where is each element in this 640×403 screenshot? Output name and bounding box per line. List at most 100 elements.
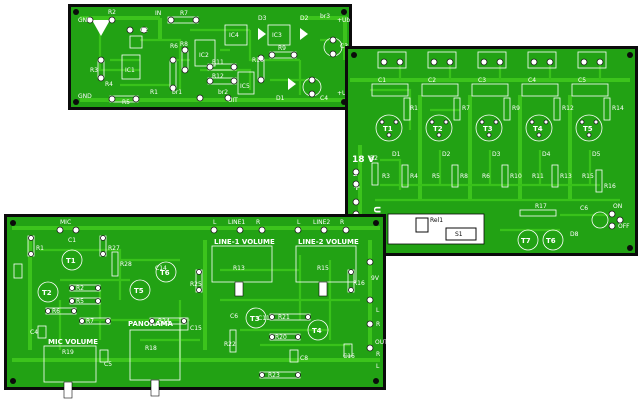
board-2-resistors (371, 97, 611, 217)
b2-label-on: ON (613, 203, 622, 210)
label-ic1: IC1 (125, 67, 135, 74)
board-1-uit: UIT (228, 97, 238, 104)
b3-label-l1: L (213, 219, 217, 226)
b2-label-minus: – (353, 171, 358, 181)
b3-label-t6: T6 (160, 269, 170, 277)
b3-label-c16: C16 (343, 353, 355, 360)
label-ic3: IC3 (272, 32, 282, 39)
b3-label-right-l: L (376, 307, 380, 314)
b3-label-r18: R18 (145, 345, 157, 352)
label-r4: R4 (105, 81, 113, 88)
board-1-pads (86, 16, 337, 103)
b2-label-d8: D8 (570, 231, 579, 238)
label-r12: R12 (212, 73, 224, 80)
board-2-transistors (375, 114, 603, 142)
label-ic4: IC4 (229, 32, 239, 39)
b3-label-c8: C8 (300, 355, 308, 362)
b2-label-r14: R14 (612, 105, 624, 112)
label-br1: br1 (172, 89, 182, 96)
label-r10: R10 (252, 57, 264, 64)
b2-label-plus: + (353, 183, 361, 193)
label-c4: C4 (320, 95, 328, 102)
label-ic5: IC5 (240, 83, 250, 90)
pot-shaft-r19 (63, 381, 73, 399)
b3-label-r15: R15 (317, 265, 329, 272)
b3-label-out: OUT (375, 339, 388, 346)
b3-label-c5: C5 (104, 361, 112, 368)
board-2-switches (377, 51, 607, 69)
board-1-in: IN (155, 10, 161, 17)
b2-label-t3: T3 (483, 125, 493, 133)
label-c2: C2 (140, 27, 148, 34)
b3-label-line1: LINE1 (228, 219, 245, 226)
b2-label-r16: R16 (604, 183, 616, 190)
relay-footprint (387, 213, 485, 245)
label-d2: D2 (300, 15, 309, 22)
b2-label-c4: C4 (528, 77, 536, 84)
b2-label-r12: R12 (562, 105, 574, 112)
pot-shaft-r13 (234, 281, 244, 297)
b3-label-r2: R (340, 219, 344, 226)
board-1: GND IN GND UIT +Ub +Ub R2 C2 R7 IC4 D3 I… (68, 4, 352, 110)
b2-label-d1: D1 (392, 151, 401, 158)
b3-label-r22: R23 (268, 372, 280, 379)
b2-label-t1: T1 (383, 125, 393, 133)
b3-label-r1: R1 (36, 245, 44, 252)
board-1-gnd-top: GND (78, 17, 92, 24)
b3-label-mic: MIC (60, 219, 71, 226)
board-1-vb-top: +Ub (337, 17, 350, 24)
b3-label-r19: R19 (62, 349, 74, 356)
b2-label-r5: R5 (432, 173, 440, 180)
b3-label-r24: R25 (190, 281, 202, 288)
b2-label-off: OFF (618, 223, 630, 230)
b3-label-right-l2: L (376, 363, 380, 370)
b3-label-r26: R27 (108, 245, 120, 252)
b3-label-r23: R24 (158, 318, 170, 325)
b2-label-c3: C3 (478, 77, 486, 84)
b2-label-t5: T5 (583, 125, 593, 133)
b2-label-r6: R6 (482, 173, 490, 180)
b2-label-d5: D5 (592, 151, 601, 158)
board-1-vb-bottom: +Ub (337, 90, 350, 97)
b3-label-r1: R (256, 219, 260, 226)
b3-label-l2: L (297, 219, 301, 226)
b2-label-t4: T4 (533, 125, 543, 133)
b3-label-t1: T1 (66, 257, 76, 265)
board-1-gnd-bottom: GND (78, 93, 92, 100)
b3-label-r14: R16 (353, 280, 365, 287)
b3-label-r2: R2 (76, 285, 84, 292)
label-br3: br3 (320, 13, 330, 20)
b2-label-t6: T6 (546, 237, 556, 245)
b2-label-d4: D4 (542, 151, 551, 158)
b3-label-t2: T2 (42, 289, 52, 297)
b3-label-r27: R28 (120, 261, 132, 268)
b2-label-r3: R3 (382, 173, 390, 180)
b3-label-c4: C4 (30, 329, 38, 336)
label-r3: R3 (90, 67, 98, 74)
b3-label-c6: C6 (230, 313, 238, 320)
b3-label-r8: R7 (86, 318, 94, 325)
b3-label-9v: 9V (371, 275, 380, 282)
b3-label-right-r: R (376, 321, 380, 328)
board-3-pads (28, 226, 374, 378)
b3-label-mic-volume: MIC VOLUME (48, 338, 98, 346)
b2-label-r11: R11 (532, 173, 544, 180)
b3-label-t5: T5 (134, 287, 144, 295)
b3-label-t4: T4 (312, 327, 322, 335)
b2-label-c6: C6 (580, 205, 588, 212)
b3-label-c14: C14 (155, 265, 167, 272)
b2-label-r13: R13 (560, 173, 572, 180)
label-r9: R9 (278, 45, 286, 52)
b3-label-t3: T3 (250, 315, 260, 323)
label-r1: R1 (150, 89, 158, 96)
b2-label-r4: R4 (410, 173, 418, 180)
b3-label-line2-volume: LINE-2 VOLUME (298, 238, 359, 246)
b3-label-c11: C11 (258, 315, 270, 322)
b2-label-d2: D2 (442, 151, 451, 158)
b2-label-s1: S1 (455, 231, 463, 238)
b3-label-r17: R20 (275, 334, 287, 341)
b3-label-r21: R22 (224, 341, 236, 348)
b3-label-r20: R21 (278, 314, 290, 321)
b3-label-right-r2: R (376, 351, 380, 358)
